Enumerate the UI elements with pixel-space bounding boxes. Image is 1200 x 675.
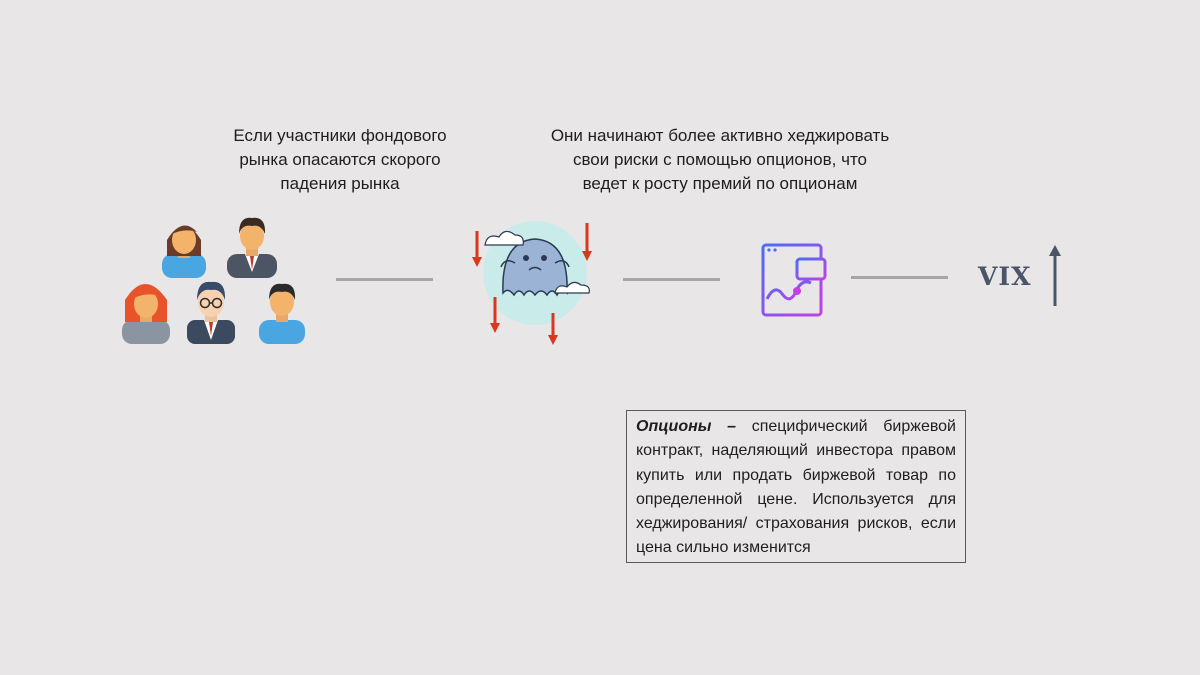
young-man-avatar-icon [259, 283, 305, 344]
investor-group-icon [122, 217, 305, 344]
fear-ghost-falling-arrows-icon [472, 221, 592, 345]
arrow-up-icon [1049, 245, 1061, 306]
definition-body: специфический биржевой контракт, наделяю… [636, 418, 956, 557]
redhead-avatar-icon [122, 284, 170, 344]
woman-avatar-icon [162, 225, 206, 278]
down-arrow-icon [472, 223, 592, 345]
connector-line-1 [336, 278, 433, 281]
definition-text: Опционы – специфический биржевой контрак… [636, 415, 956, 561]
caption-fear: Если участники фондового рынка опасаются… [233, 126, 447, 193]
vix-label: VIX [978, 262, 1032, 291]
definition-box: Опционы – специфический биржевой контрак… [626, 410, 966, 563]
connector-line-3 [851, 276, 948, 279]
glasses-man-avatar-icon [187, 281, 235, 344]
businessman-avatar-icon [227, 217, 277, 278]
connector-line-2 [623, 278, 720, 281]
definition-term: Опционы – [636, 418, 737, 435]
caption-hedging: Они начинают более активно хеджировать с… [550, 126, 890, 193]
options-report-chart-icon [761, 243, 827, 317]
